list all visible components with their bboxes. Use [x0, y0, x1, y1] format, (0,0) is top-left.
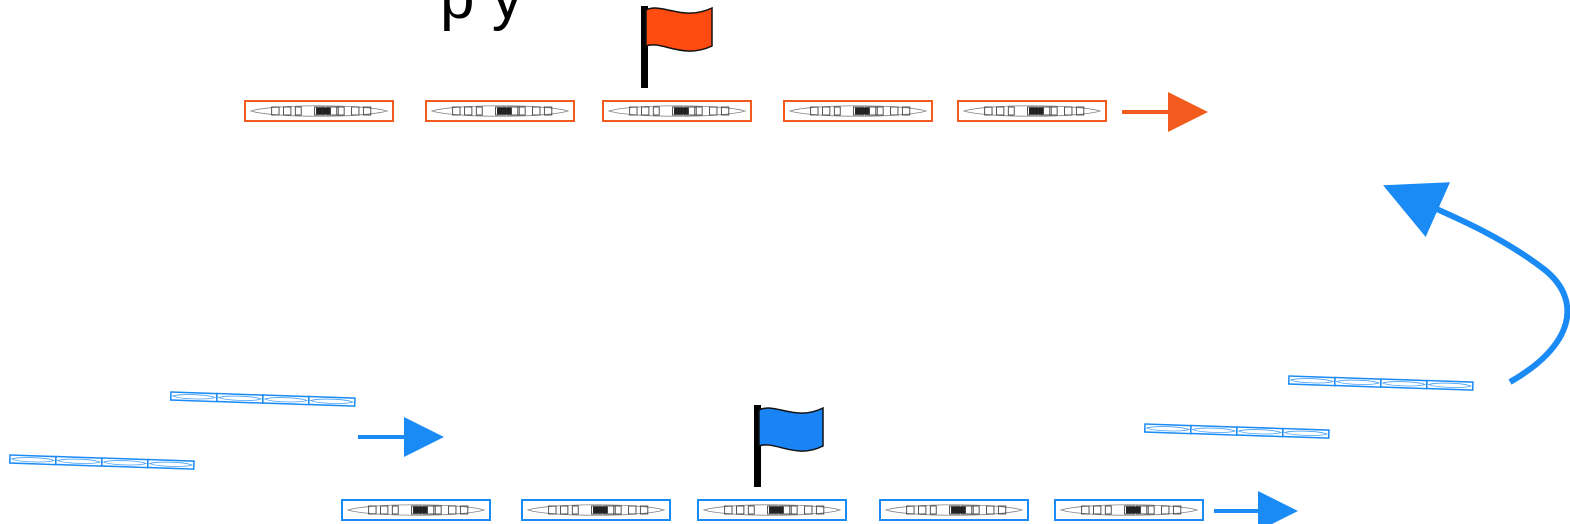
blue-ship-3: [698, 500, 846, 520]
squadron-right-upper-ship-4: [1427, 381, 1473, 391]
red-flag-icon: [641, 6, 712, 88]
blue-ship-5: [1055, 500, 1203, 520]
squadron-left-upper-ship-2: [217, 394, 263, 404]
blue-ship-1: [342, 500, 490, 520]
squadron-right-lower-ship-3: [1237, 427, 1283, 437]
squadron-left-upper-ship-1: [171, 392, 217, 402]
red-ship-4: [784, 101, 932, 121]
squadron-left-lower-ship-4: [148, 460, 194, 470]
squadron-right-upper-ship-2: [1335, 378, 1381, 388]
blue-ship-2: [522, 500, 670, 520]
red-ship-2: [426, 101, 574, 121]
squadron-right-upper-ship-3: [1381, 379, 1427, 389]
squadron-left-lower-ship-2: [56, 457, 102, 467]
squadron-left-upper-ship-3: [263, 395, 309, 405]
blue-flag-icon: [754, 405, 823, 487]
red-ship-1: [245, 101, 393, 121]
curved-arrow-icon: [1405, 195, 1567, 382]
squadron-left-upper-ship-4: [309, 397, 355, 407]
red-ship-3: [603, 101, 751, 121]
squadron-left-lower-ship-3: [102, 458, 148, 468]
squadron-right-lower-ship-4: [1283, 429, 1329, 439]
red-ship-5: [958, 101, 1106, 121]
blue-ship-4: [880, 500, 1028, 520]
squadron-right-lower-ship-2: [1191, 426, 1237, 436]
squadron-right-upper-ship-1: [1289, 376, 1335, 386]
squadron-right-lower-ship-1: [1145, 424, 1191, 434]
squadron-left-lower-ship-1: [10, 455, 56, 465]
